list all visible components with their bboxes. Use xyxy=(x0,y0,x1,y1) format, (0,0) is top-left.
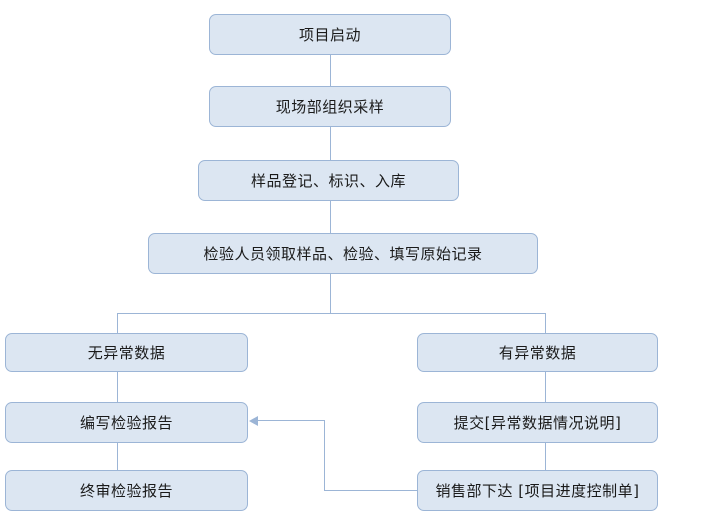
node-project-start[interactable]: 项目启动 xyxy=(209,14,451,55)
connector-register-to-inspection xyxy=(330,201,331,233)
node-label: 检验人员领取样品、检验、填写原始记录 xyxy=(203,244,483,263)
node-write-report[interactable]: 编写检验报告 xyxy=(5,402,248,443)
node-label: 编写检验报告 xyxy=(79,413,173,432)
node-inspection-record[interactable]: 检验人员领取样品、检验、填写原始记录 xyxy=(148,233,538,274)
node-label: 无异常数据 xyxy=(87,343,166,362)
node-label: 有异常数据 xyxy=(498,343,577,362)
connector-sales-feedback-bottom xyxy=(324,490,418,491)
connector-branch-to-has-abnormal xyxy=(545,313,546,334)
connector-inspection-to-branch-stem xyxy=(330,274,331,313)
node-sales-dept-order[interactable]: 销售部下达 [项目进度控制单] xyxy=(417,470,658,511)
connector-sales-feedback-top xyxy=(258,420,325,421)
node-label: 现场部组织采样 xyxy=(275,97,385,116)
node-field-sampling[interactable]: 现场部组织采样 xyxy=(209,86,451,127)
connector-submit-to-sales-order xyxy=(545,443,546,471)
connector-start-to-sampling xyxy=(330,55,331,86)
node-submit-explanation[interactable]: 提交[异常数据情况说明] xyxy=(417,402,658,443)
node-label: 销售部下达 [项目进度控制单] xyxy=(435,481,640,500)
connector-write-report-to-final-review xyxy=(117,443,118,471)
node-label: 项目启动 xyxy=(298,25,361,44)
node-label: 提交[异常数据情况说明] xyxy=(453,413,622,432)
connector-branch-bus xyxy=(117,313,546,314)
connector-branch-to-no-abnormal xyxy=(117,313,118,334)
connector-sampling-to-register xyxy=(330,127,331,160)
node-label: 样品登记、标识、入库 xyxy=(250,171,406,190)
node-has-abnormal-data[interactable]: 有异常数据 xyxy=(417,333,658,372)
node-no-abnormal-data[interactable]: 无异常数据 xyxy=(5,333,248,372)
connector-no-abnormal-to-write-report xyxy=(117,372,118,403)
node-label: 终审检验报告 xyxy=(79,481,173,500)
connector-sales-feedback-riser xyxy=(324,420,325,491)
connector-has-abnormal-to-submit xyxy=(545,372,546,403)
connector-sales-feedback-arrowhead xyxy=(249,416,258,426)
node-final-review-report[interactable]: 终审检验报告 xyxy=(5,470,248,511)
node-sample-register[interactable]: 样品登记、标识、入库 xyxy=(198,160,459,201)
